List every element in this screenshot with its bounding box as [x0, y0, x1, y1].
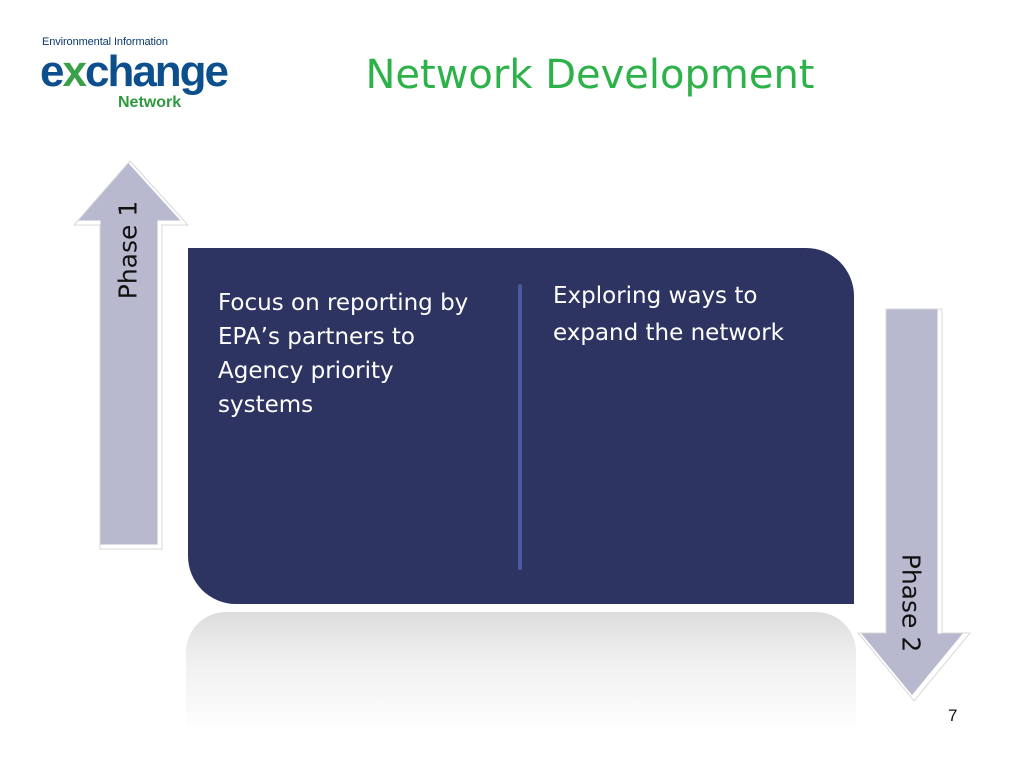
panel-reflection — [186, 612, 856, 732]
logo-bottom-text: Network — [118, 94, 182, 111]
logo-letter-x: x — [62, 47, 87, 96]
phase2-label: Phase 2 — [896, 553, 926, 653]
phase2-down-arrow — [850, 304, 974, 703]
logo-word-change: change — [84, 47, 229, 96]
slide-title: Network Development — [365, 52, 815, 98]
page-number: 7 — [948, 706, 958, 725]
phase1-up-arrow — [68, 155, 190, 550]
phase1-label: Phase 1 — [113, 200, 143, 300]
logo-top-text: Environmental Information — [42, 36, 168, 48]
phase2-description: Exploring ways to expand the network — [553, 283, 784, 346]
logo-letter-e: e — [40, 47, 65, 96]
exchange-network-logo: Environmental Information exchange Netwo… — [40, 34, 229, 116]
panel-divider — [518, 284, 522, 570]
logo-main-text: exchange — [40, 47, 229, 96]
phase1-description: Focus on reporting by EPA’s partners to … — [218, 290, 469, 418]
